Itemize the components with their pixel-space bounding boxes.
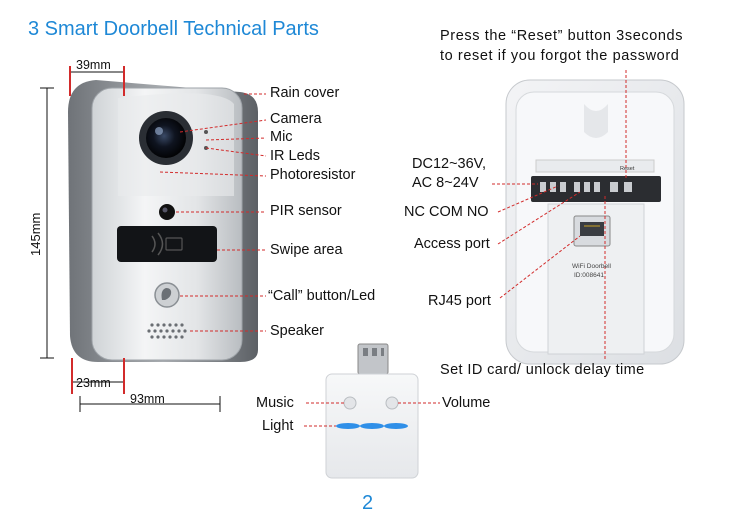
label-mic: Mic [270,129,293,145]
label-music: Music [256,395,294,411]
label-rain-cover: Rain cover [270,85,340,101]
label-ir-leds: IR Leds [270,148,320,164]
label-nc-com-no: NC COM NO [404,204,489,220]
dimension-width: 93mm [130,392,165,406]
label-device-id: ID:008641 [574,272,604,279]
label-reset-line2: to reset if you forgot the password [440,48,680,64]
camera-lens [146,118,186,158]
label-light: Light [262,418,294,434]
label-swipe-area: Swipe area [270,242,343,258]
swipe-area-shape [117,226,217,262]
dimension-top-width: 39mm [76,58,111,72]
label-power-line1: DC12~36V, [412,156,487,172]
label-camera: Camera [270,111,322,127]
label-volume: Volume [442,395,491,411]
label-speaker: Speaker [270,323,325,339]
chime-unit [325,343,419,479]
dimension-lines [40,66,221,412]
chime-leader-lines [304,402,440,427]
dimension-height: 145mm [28,212,43,256]
label-rj45-port: RJ45 port [428,293,491,309]
label-reset-line1: Press the “Reset” button 3seconds [440,28,684,44]
back-leader-lines [492,70,627,360]
label-power-line2: AC 8~24V [412,175,479,191]
label-device-name: WiFi Doorbell [572,263,612,270]
label-set-id: Set ID card/ unlock delay time [440,362,645,378]
back-plate [505,79,685,365]
label-call-button: “Call” button/Led [268,288,376,304]
label-access-port: Access port [414,236,490,252]
label-pir-sensor: PIR sensor [270,203,342,219]
label-terminal-reset: Reset [620,166,635,172]
chime-light-bar [336,423,408,429]
label-photoresistor: Photoresistor [270,167,356,183]
doorbell-front [68,80,258,362]
dimension-bottom-depth: 23mm [76,376,111,390]
doorbell-leader-lines [159,93,267,332]
page-title: 3 Smart Doorbell Technical Parts [28,18,319,40]
page-number: 2 [362,492,374,514]
speaker-grille [147,323,187,339]
pir-sensor-shape [159,204,175,220]
